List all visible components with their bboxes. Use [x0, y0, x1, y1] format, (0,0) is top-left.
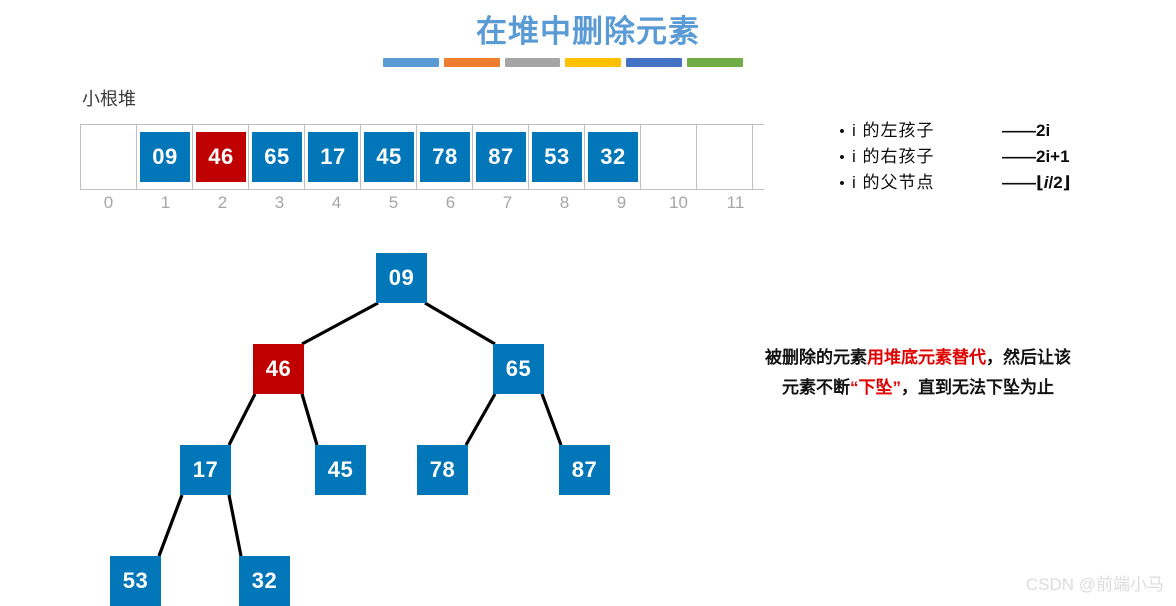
- title-block: 在堆中删除元素: [0, 0, 1176, 80]
- tree-edge-09-65: [424, 301, 496, 346]
- array-index-label-2: 2: [217, 193, 228, 212]
- underline-bar-6: [687, 58, 743, 67]
- array-cell-5: 45: [361, 125, 417, 189]
- array-value-4: 17: [308, 132, 358, 182]
- tree-node-32: 32: [239, 556, 290, 606]
- array-cell-3: 65: [249, 125, 305, 189]
- bullet-icon: •: [839, 175, 845, 192]
- array-cell-1: 09: [137, 125, 193, 189]
- tree-node-17: 17: [180, 445, 231, 495]
- array-index-label-11: 11: [726, 193, 745, 212]
- index-rules-list: • i 的左孩子 ——2i • i 的右孩子 ——2i+1 • i 的父节点 ——⌊i/2⌋: [832, 118, 1162, 196]
- caption-part-1: 被删除的元素: [765, 348, 867, 367]
- rule-item-2: • i 的父节点 ——⌊i/2⌋: [832, 170, 1162, 196]
- array-index-label-1: 1: [160, 193, 171, 212]
- tree-node-65: 65: [493, 344, 544, 394]
- rule-formula-1: ——2i+1: [1002, 147, 1070, 166]
- bullet-icon: •: [839, 149, 845, 166]
- array-cell-2: 46: [193, 125, 249, 189]
- tree-node-53: 53: [110, 556, 161, 606]
- underline-bar-5: [626, 58, 683, 67]
- tree-edge-65-78: [464, 393, 497, 446]
- array-value-7: 87: [476, 132, 526, 182]
- array-value-6: 78: [420, 132, 470, 182]
- array-value-8: 53: [532, 132, 582, 182]
- rule-label-0: i 的左孩子: [852, 121, 935, 140]
- page-title: 在堆中删除元素: [476, 14, 700, 49]
- array-cell-9: 32: [585, 125, 641, 189]
- array-index-label-9: 9: [616, 193, 627, 212]
- tree-node-78: 78: [417, 445, 468, 495]
- array-cell-0: [81, 125, 137, 189]
- rule-label-2: i 的父节点: [852, 173, 935, 192]
- underline-bar-2: [443, 58, 500, 67]
- array-cell-10: [641, 125, 697, 189]
- underline-bar-1: [383, 58, 439, 67]
- rule-item-0: • i 的左孩子 ——2i: [832, 118, 1162, 144]
- array-index-label-0: 0: [103, 193, 114, 212]
- tree-edge-46-45: [300, 393, 319, 446]
- tree-node-46: 46: [253, 344, 304, 394]
- array-value-1: 09: [140, 132, 190, 182]
- array-cell-4: 17: [305, 125, 361, 189]
- tree-edge-17-53: [157, 494, 184, 557]
- array-cell-8: 53: [529, 125, 585, 189]
- underline-bar-3: [504, 58, 561, 67]
- title-underline-bars: [383, 58, 743, 67]
- tree-node-09: 09: [376, 253, 427, 303]
- caption-text: 被删除的元素用堆底元素替代，然后让该 元素不断“下坠”，直到无法下坠为止: [718, 343, 1118, 403]
- tree-edge-17-32: [227, 494, 243, 557]
- tree-edge-46-17: [227, 393, 257, 446]
- array-index-label-6: 6: [445, 193, 456, 212]
- array-value-3: 65: [252, 132, 302, 182]
- array-index-label-4: 4: [331, 193, 342, 212]
- array-index-label-10: 10: [669, 193, 688, 212]
- underline-bar-4: [565, 58, 622, 67]
- array-cell-6: 78: [417, 125, 473, 189]
- caption-part-3: ，然后让该: [986, 348, 1071, 367]
- array-value-5: 45: [364, 132, 414, 182]
- tree-edges: [157, 301, 563, 557]
- caption-highlight-2: “下坠”: [850, 378, 901, 397]
- tree-edge-09-46: [301, 301, 379, 346]
- caption-highlight-1: 用堆底元素替代: [867, 348, 986, 367]
- tree-node-45: 45: [315, 445, 366, 495]
- caption-part-4: 元素不断: [782, 378, 850, 397]
- tree-edge-65-87: [540, 393, 563, 446]
- array-index-label-7: 7: [502, 193, 513, 212]
- rule-item-1: • i 的右孩子 ——2i+1: [832, 144, 1162, 170]
- array-cell-7: 87: [473, 125, 529, 189]
- rule-label-1: i 的右孩子: [852, 147, 935, 166]
- tree-node-87: 87: [559, 445, 610, 495]
- array-index-label-3: 3: [274, 193, 285, 212]
- array-index-row: 0 1 2 3 4 5 6 7 8 9 10 11: [80, 193, 764, 213]
- caption-part-6: ，直到无法下坠为止: [901, 378, 1054, 397]
- watermark: CSDN @前端小马: [1025, 575, 1164, 594]
- rule-formula-2: ——⌊i/2⌋: [1002, 173, 1071, 192]
- bullet-icon: •: [839, 123, 845, 140]
- array-label: 小根堆: [82, 89, 136, 109]
- rule-formula-0: ——2i: [1002, 121, 1051, 140]
- array-index-label-5: 5: [388, 193, 399, 212]
- array-index-label-8: 8: [559, 193, 570, 212]
- array-value-2: 46: [196, 132, 246, 182]
- array-value-9: 32: [588, 132, 638, 182]
- heap-tree: 09 46 65 17 45 78 87 53 32: [110, 253, 610, 606]
- array-cell-11: [697, 125, 753, 189]
